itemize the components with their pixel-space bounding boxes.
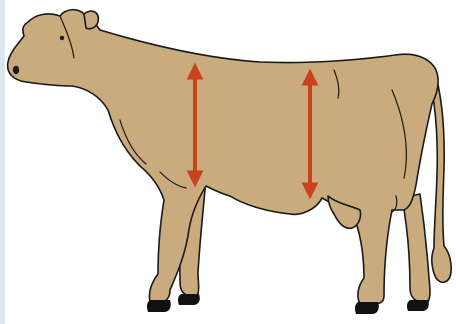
front-hoof-far [178, 294, 200, 305]
eye [60, 36, 64, 40]
front-hoof-near [147, 300, 171, 312]
hind-hoof-near [355, 302, 379, 314]
far-hind-leg [402, 194, 430, 302]
hooves [147, 294, 429, 314]
nostril [13, 66, 19, 74]
cow-body [8, 10, 438, 304]
tail [430, 76, 451, 282]
hind-hoof-far [407, 300, 429, 311]
ear [84, 11, 98, 29]
